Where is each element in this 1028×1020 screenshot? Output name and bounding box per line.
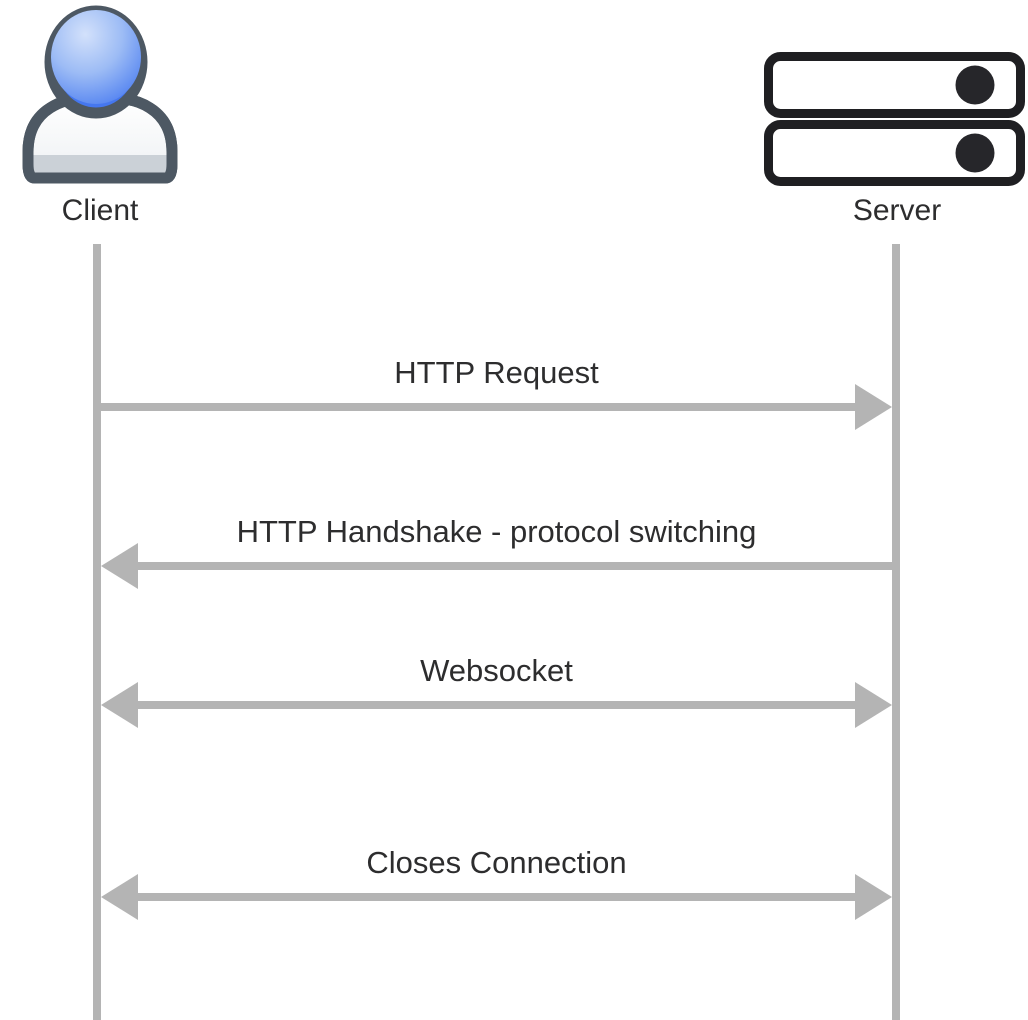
- message-websocket: Websocket: [101, 653, 892, 728]
- server-led-top-icon: [955, 65, 995, 105]
- arrowhead-right: [855, 384, 892, 430]
- arrowhead-right: [855, 682, 892, 728]
- server-label: Server: [852, 194, 942, 227]
- arrowhead-left: [101, 543, 138, 589]
- message-arrow-right: [101, 384, 892, 430]
- arrow-shaft: [138, 701, 855, 709]
- message-arrow-both: [101, 682, 892, 728]
- server-led-bottom-icon: [955, 133, 995, 173]
- arrowhead-left: [101, 874, 138, 920]
- message-http-request: HTTP Request: [101, 355, 892, 430]
- arrowhead-left: [101, 682, 138, 728]
- server-stack-icon: [764, 52, 1025, 186]
- message-arrow-both: [101, 874, 892, 920]
- client-lifeline: [93, 244, 101, 1020]
- message-closes-connection: Closes Connection: [101, 845, 892, 920]
- client-label: Client: [61, 194, 139, 227]
- server-lifeline: [892, 244, 900, 1020]
- message-label: Websocket: [420, 653, 573, 688]
- arrowhead-right: [855, 874, 892, 920]
- arrow-shaft: [101, 403, 855, 411]
- message-label: HTTP Request: [394, 355, 599, 390]
- client-person-icon: [22, 5, 178, 184]
- message-label: Closes Connection: [366, 845, 627, 880]
- message-arrow-left: [101, 543, 892, 589]
- message-http-handshake: HTTP Handshake - protocol switching: [101, 514, 892, 589]
- message-label: HTTP Handshake - protocol switching: [236, 514, 757, 549]
- arrow-shaft: [138, 562, 892, 570]
- arrow-shaft: [138, 893, 855, 901]
